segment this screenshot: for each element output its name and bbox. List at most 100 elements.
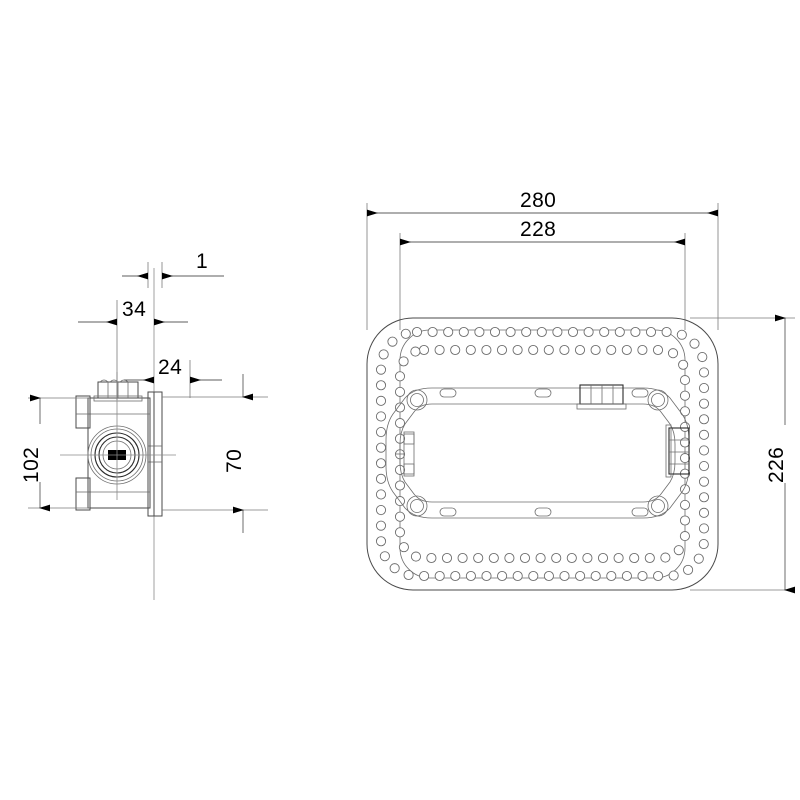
dim-24-label: 24 bbox=[158, 356, 182, 379]
perforation-hole bbox=[443, 326, 454, 338]
perforation-hole bbox=[679, 437, 691, 448]
perforation-hole bbox=[400, 328, 411, 339]
perforation-hole bbox=[679, 515, 691, 526]
perforation-hole bbox=[488, 552, 499, 564]
perforation-hole bbox=[394, 386, 406, 397]
perforation-hole bbox=[652, 344, 664, 356]
top-inlet-fitting bbox=[93, 379, 143, 402]
perforation-hole bbox=[375, 504, 387, 516]
perforation-hole bbox=[375, 426, 387, 438]
perforation-hole bbox=[678, 359, 689, 370]
perforation-hole bbox=[597, 552, 609, 564]
perforation-hole bbox=[698, 476, 710, 487]
perforation-hole bbox=[698, 429, 710, 440]
perforation-hole bbox=[606, 570, 617, 582]
perforation-hole bbox=[630, 326, 641, 338]
perforation-hole bbox=[535, 552, 546, 564]
perforation-hole bbox=[375, 473, 387, 484]
perforation-hole bbox=[375, 520, 387, 531]
perforation-hole bbox=[689, 338, 700, 349]
perforation-hole bbox=[543, 344, 554, 356]
perforation-hole bbox=[679, 406, 691, 417]
perforation-hole bbox=[614, 326, 625, 338]
perforation-hole bbox=[521, 326, 532, 338]
perforation-hole bbox=[698, 398, 710, 409]
upper-left-port bbox=[76, 396, 90, 428]
perforation-hole bbox=[496, 344, 508, 356]
mounting-bracket bbox=[385, 387, 690, 519]
perforation-hole bbox=[450, 570, 461, 582]
perforation-hole bbox=[403, 569, 414, 581]
perforation-hole bbox=[673, 545, 684, 556]
perforation-hole bbox=[613, 552, 624, 564]
perforation-hole bbox=[419, 570, 430, 582]
perforation-hole bbox=[644, 552, 655, 564]
perforation-hole bbox=[566, 552, 577, 564]
perforation-hole bbox=[450, 344, 461, 356]
dim-24-group: 24 bbox=[124, 356, 222, 398]
left-connector-block bbox=[396, 431, 415, 477]
perforation-hole bbox=[519, 552, 531, 564]
perforation-hole bbox=[473, 552, 484, 564]
perforation-hole bbox=[489, 326, 501, 338]
perforation-hole bbox=[379, 551, 390, 562]
dim-228-group: 228 bbox=[400, 218, 685, 246]
perforation-hole bbox=[551, 552, 562, 564]
dim-102-label: 102 bbox=[20, 447, 43, 483]
perforation-hole bbox=[698, 523, 710, 534]
perforation-hole bbox=[512, 344, 523, 356]
dim-70-label: 70 bbox=[223, 449, 246, 473]
perforation-hole bbox=[387, 336, 398, 347]
perforation-hole bbox=[667, 348, 679, 359]
front-plan-view: 280 228 226 bbox=[366, 189, 795, 594]
perforation-hole bbox=[661, 326, 672, 338]
perforation-ring-outer bbox=[375, 326, 710, 582]
perforation-hole bbox=[599, 326, 610, 338]
perforation-hole bbox=[552, 326, 563, 338]
perforation-hole bbox=[426, 552, 437, 564]
perforation-hole bbox=[434, 570, 445, 582]
dim-1-label: 1 bbox=[196, 250, 208, 273]
perforation-hole bbox=[394, 480, 406, 491]
perforation-hole bbox=[590, 344, 601, 356]
perforation-hole bbox=[698, 492, 710, 503]
dim-280-label: 280 bbox=[520, 189, 556, 212]
perforation-ring-inner bbox=[394, 344, 691, 564]
perforation-hole bbox=[679, 531, 690, 542]
perforation-hole bbox=[458, 326, 469, 338]
perforation-hole bbox=[645, 326, 657, 338]
perforation-hole bbox=[389, 563, 400, 574]
perforation-hole bbox=[683, 564, 694, 575]
dim-228-label: 228 bbox=[520, 218, 556, 241]
perforation-hole bbox=[375, 458, 387, 469]
perforation-hole bbox=[375, 364, 387, 375]
side-section-view: 102 70 1 34 bbox=[17, 250, 268, 600]
dim-34-group: 34 bbox=[78, 298, 188, 400]
perforation-hole bbox=[481, 570, 492, 582]
perforation-hole bbox=[698, 367, 710, 378]
perforation-hole bbox=[481, 344, 492, 356]
perforation-hole bbox=[411, 326, 423, 338]
perforation-hole bbox=[653, 570, 664, 582]
dim-1-group: 1 bbox=[122, 250, 224, 288]
perforation-hole bbox=[698, 414, 710, 425]
perforation-hole bbox=[394, 402, 406, 413]
perforation-hole bbox=[698, 460, 710, 472]
perforation-hole bbox=[698, 507, 710, 518]
perforation-hole bbox=[575, 570, 586, 582]
perforation-hole bbox=[394, 511, 406, 522]
perforation-hole bbox=[698, 445, 710, 456]
perforation-hole bbox=[427, 326, 438, 338]
perforation-hole bbox=[698, 382, 710, 394]
perforation-hole bbox=[394, 527, 406, 538]
perforation-hole bbox=[394, 418, 406, 429]
front-view-extension-lines bbox=[366, 203, 795, 591]
dim-226-group: 226 bbox=[762, 314, 795, 594]
perforation-hole bbox=[698, 538, 709, 550]
perforation-hole bbox=[679, 499, 691, 510]
perforation-hole bbox=[679, 375, 691, 386]
perforation-hole bbox=[497, 570, 508, 582]
perforation-hole bbox=[679, 453, 691, 464]
